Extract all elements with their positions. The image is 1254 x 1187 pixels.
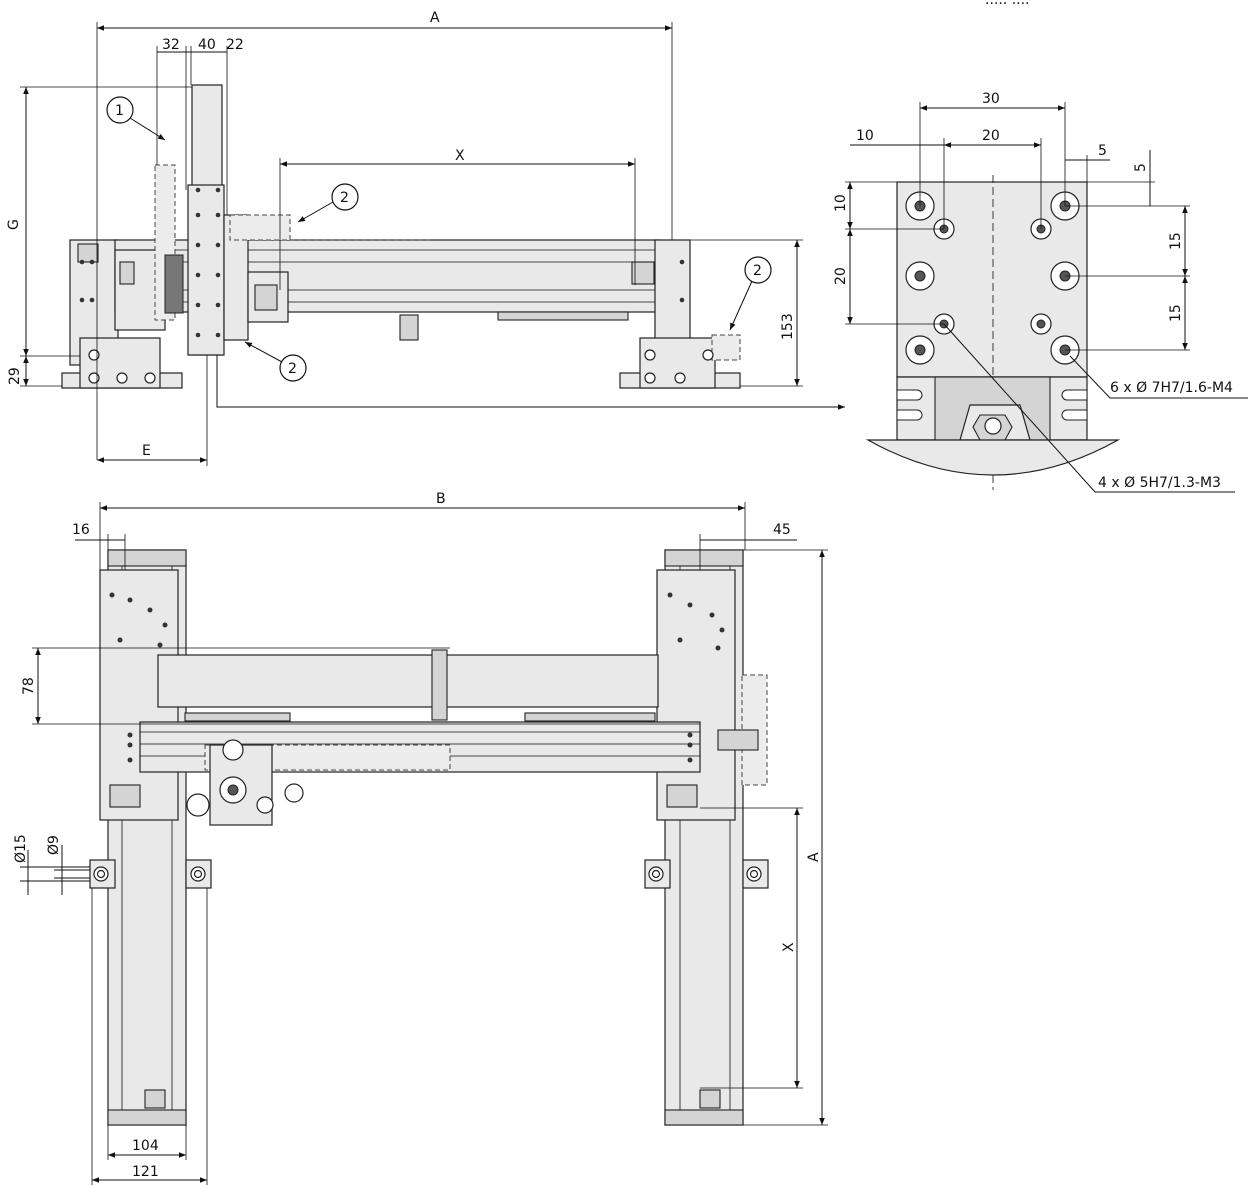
dim-B: B [436,491,446,507]
callouts-front [106,96,772,382]
callout-circle-2a [331,183,359,211]
cylinder-arc [865,439,1121,476]
dim-5-top: 5 [1098,143,1107,159]
dim-20-top: 20 [982,128,1000,144]
front-view-dimensions [20,22,845,466]
holes-small-callout: 4 x Ø 5H7/1.3-M3 [1098,475,1221,491]
dim-5-right: 5 [1133,163,1149,172]
dim-10-left: 10 [833,194,849,212]
dim-29: 29 [7,367,23,385]
dim-15-lower: 15 [1168,304,1184,322]
dim-78: 78 [21,677,37,695]
callout-2a-label: 2 [340,190,349,206]
dim-10-top: 10 [856,128,874,144]
dim-A-top: A [430,10,440,26]
dim-45: 45 [773,522,791,538]
callout-1-label: 1 [115,103,124,119]
dim-X-side: X [781,942,797,952]
callout-2c-label: 2 [753,263,762,279]
z-axis-carriage [187,184,225,356]
dim-X-top: X [455,148,465,164]
top-view-dimensions [20,502,828,1185]
callout-circle-1 [106,96,134,124]
header-partial-text: ····· ···· [985,0,1030,12]
dim-E: E [142,443,151,459]
dim-16: 16 [72,522,90,538]
dim-phi15: Ø15 [13,834,29,863]
dim-20-left: 20 [833,267,849,285]
right-carriage [656,569,736,821]
dim-A-side: A [806,852,822,862]
upper-beam [157,654,659,708]
detail-view [865,175,1121,490]
dim-15-upper: 15 [1168,232,1184,250]
toothed-rack [164,254,184,314]
front-view [61,84,741,389]
dim-32: 32 [162,37,180,53]
dim-22: 22 [226,37,244,53]
dim-153: 153 [780,313,796,340]
top-view [89,549,769,1126]
callout-2b-label: 2 [288,361,297,377]
holes-large-callout: 6 x Ø 7H7/1.6-M4 [1110,380,1233,396]
detail-dimensions [845,102,1248,493]
callout-circle-2c [744,256,772,284]
dim-30: 30 [982,91,1000,107]
dim-104: 104 [132,1138,159,1154]
sensor-stub [399,314,419,341]
dim-121: 121 [132,1164,159,1180]
dim-40: 40 [198,37,216,53]
dim-G: G [6,219,22,230]
dim-phi9: Ø9 [46,835,62,855]
callout-circle-2b [279,354,307,382]
